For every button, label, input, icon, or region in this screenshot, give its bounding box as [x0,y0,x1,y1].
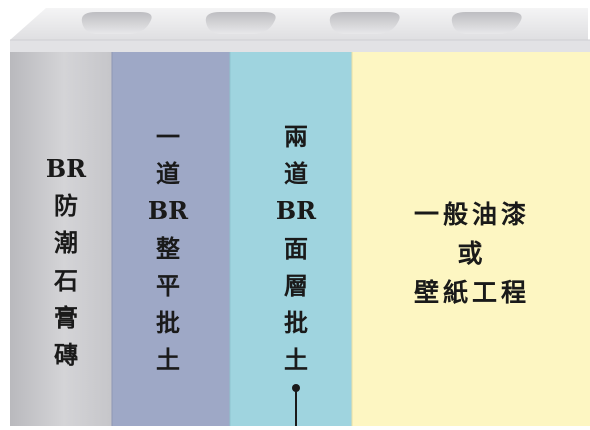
finish-plaster-label: 兩 道 BR 面 層 批 土 [275,122,317,375]
gypsum-board-layer [10,52,118,426]
paint-wallpaper-layer [352,52,590,426]
paint-wallpaper-label: 一般油漆 或 壁紙工程 [413,200,530,307]
finish-plaster-layer [230,52,354,426]
block-core-holes [81,12,522,34]
block-top-edge [10,40,590,54]
gypsum-board-label: BR 防 潮 石 膏 磚 [45,154,87,369]
leveling-plaster-layer [112,52,232,426]
block-top-face [10,8,588,44]
leveling-plaster-label: 一 道 BR 整 平 批 土 [147,122,189,375]
pointer-line [292,384,300,426]
